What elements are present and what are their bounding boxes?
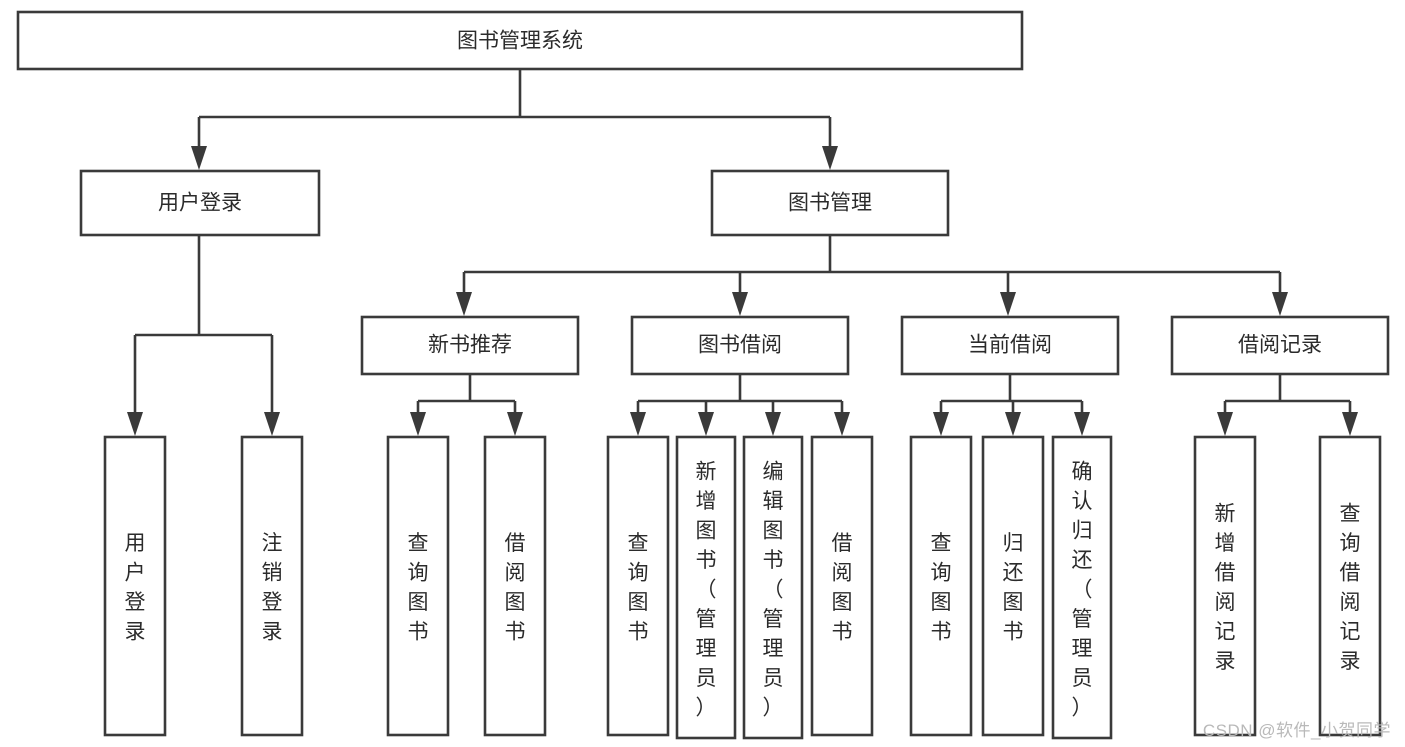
node-current-borrow-box[interactable] bbox=[900, 315, 1120, 376]
arrow-leaf-query-book-2 bbox=[630, 412, 646, 436]
leaf-nodes-group: 用户登录 注销登录 查询图书 借阅图书 查询图书 新增图书（管理员） bbox=[103, 435, 1382, 740]
arrow-leaf-logout bbox=[264, 412, 280, 436]
node-leaf-user-login[interactable]: 用户登录 bbox=[103, 435, 167, 737]
node-leaf-query-book-3-label: 查询图书 bbox=[931, 532, 952, 644]
node-book-manage-box[interactable] bbox=[710, 169, 950, 237]
arrow-leaf-confirm-return bbox=[1074, 412, 1090, 436]
node-leaf-confirm-return-label: 确认归还（管理员） bbox=[1072, 460, 1093, 719]
arrow-leaf-add-record bbox=[1217, 412, 1233, 436]
node-leaf-add-record-label: 新增借阅记录 bbox=[1215, 503, 1236, 674]
arrow-leaf-query-book-1 bbox=[410, 412, 426, 436]
node-leaf-logout-box[interactable] bbox=[240, 435, 304, 737]
node-current-borrow[interactable]: 当前借阅 bbox=[900, 315, 1120, 376]
node-borrow-record-label: 借阅记录 bbox=[1238, 334, 1322, 357]
node-leaf-return-book-label: 归还图书 bbox=[1003, 532, 1024, 644]
node-leaf-borrow-book-2[interactable]: 借阅图书 bbox=[810, 435, 874, 737]
node-new-book-rec-label: 新书推荐 bbox=[428, 334, 512, 357]
node-leaf-borrow-book-1[interactable]: 借阅图书 bbox=[483, 435, 547, 737]
node-book-manage[interactable]: 图书管理 bbox=[710, 169, 950, 237]
arrow-leaf-edit-book bbox=[765, 412, 781, 436]
node-leaf-query-record-box[interactable] bbox=[1318, 435, 1382, 737]
node-leaf-logout[interactable]: 注销登录 bbox=[240, 435, 304, 737]
node-leaf-query-book-2-label: 查询图书 bbox=[628, 532, 649, 644]
node-leaf-return-book[interactable]: 归还图书 bbox=[981, 435, 1045, 737]
node-leaf-query-book-1-label: 查询图书 bbox=[408, 532, 429, 644]
node-new-book-rec-box[interactable] bbox=[360, 315, 580, 376]
node-book-borrow-box[interactable] bbox=[630, 315, 850, 376]
node-leaf-query-record-label: 查询借阅记录 bbox=[1340, 503, 1361, 674]
node-leaf-return-book-box[interactable] bbox=[981, 435, 1045, 737]
node-root[interactable]: 图书管理系统 bbox=[16, 10, 1024, 71]
node-leaf-query-book-3[interactable]: 查询图书 bbox=[909, 435, 973, 737]
node-leaf-query-book-1-box[interactable] bbox=[386, 435, 450, 737]
node-root-label: 图书管理系统 bbox=[457, 30, 583, 53]
node-leaf-add-book[interactable]: 新增图书（管理员） bbox=[675, 435, 737, 740]
arrow-to-book-manage bbox=[822, 146, 838, 170]
arrow-new-book-rec bbox=[456, 292, 472, 316]
arrow-leaf-query-book-3 bbox=[933, 412, 949, 436]
node-leaf-confirm-return[interactable]: 确认归还（管理员） bbox=[1051, 435, 1113, 740]
node-leaf-edit-book-label: 编辑图书（管理员） bbox=[763, 460, 784, 719]
arrow-book-borrow bbox=[732, 292, 748, 316]
node-book-borrow[interactable]: 图书借阅 bbox=[630, 315, 850, 376]
arrow-borrow-record bbox=[1272, 292, 1288, 316]
node-user-login-label: 用户登录 bbox=[158, 192, 242, 215]
node-leaf-borrow-book-1-box[interactable] bbox=[483, 435, 547, 737]
arrow-leaf-borrow-book-2 bbox=[834, 412, 850, 436]
arrow-leaf-borrow-book-1 bbox=[507, 412, 523, 436]
arrow-leaf-return-book bbox=[1005, 412, 1021, 436]
node-book-borrow-label: 图书借阅 bbox=[698, 334, 782, 357]
node-leaf-borrow-book-1-label: 借阅图书 bbox=[505, 532, 526, 644]
node-leaf-user-login-box[interactable] bbox=[103, 435, 167, 737]
node-user-login-box[interactable] bbox=[79, 169, 321, 237]
node-leaf-query-book-3-box[interactable] bbox=[909, 435, 973, 737]
connector-group bbox=[127, 69, 1358, 436]
arrow-leaf-add-book bbox=[698, 412, 714, 436]
node-leaf-edit-book-box[interactable] bbox=[742, 435, 804, 740]
node-borrow-record-box[interactable] bbox=[1170, 315, 1390, 376]
arrow-current-borrow bbox=[1000, 292, 1016, 316]
arrow-to-user-login bbox=[191, 146, 207, 170]
node-current-borrow-label: 当前借阅 bbox=[968, 334, 1052, 357]
node-leaf-add-book-label: 新增图书（管理员） bbox=[696, 460, 717, 719]
node-new-book-rec[interactable]: 新书推荐 bbox=[360, 315, 580, 376]
node-leaf-borrow-book-2-box[interactable] bbox=[810, 435, 874, 737]
node-leaf-confirm-return-box[interactable] bbox=[1051, 435, 1113, 740]
arrow-leaf-user-login bbox=[127, 412, 143, 436]
node-user-login[interactable]: 用户登录 bbox=[79, 169, 321, 237]
node-leaf-query-record[interactable]: 查询借阅记录 bbox=[1318, 435, 1382, 737]
node-leaf-borrow-book-2-label: 借阅图书 bbox=[832, 532, 853, 644]
node-leaf-query-book-2[interactable]: 查询图书 bbox=[606, 435, 670, 737]
node-leaf-query-book-2-box[interactable] bbox=[606, 435, 670, 737]
node-leaf-user-login-label: 用户登录 bbox=[125, 532, 146, 644]
node-leaf-logout-label: 注销登录 bbox=[262, 532, 283, 644]
node-leaf-edit-book[interactable]: 编辑图书（管理员） bbox=[742, 435, 804, 740]
node-book-manage-label: 图书管理 bbox=[788, 192, 872, 215]
node-leaf-add-book-box[interactable] bbox=[675, 435, 737, 740]
node-borrow-record[interactable]: 借阅记录 bbox=[1170, 315, 1390, 376]
node-leaf-add-record-box[interactable] bbox=[1193, 435, 1257, 737]
node-leaf-query-book-1[interactable]: 查询图书 bbox=[386, 435, 450, 737]
node-leaf-add-record[interactable]: 新增借阅记录 bbox=[1193, 435, 1257, 737]
node-root-box[interactable] bbox=[16, 10, 1024, 71]
arrow-leaf-query-record bbox=[1342, 412, 1358, 436]
